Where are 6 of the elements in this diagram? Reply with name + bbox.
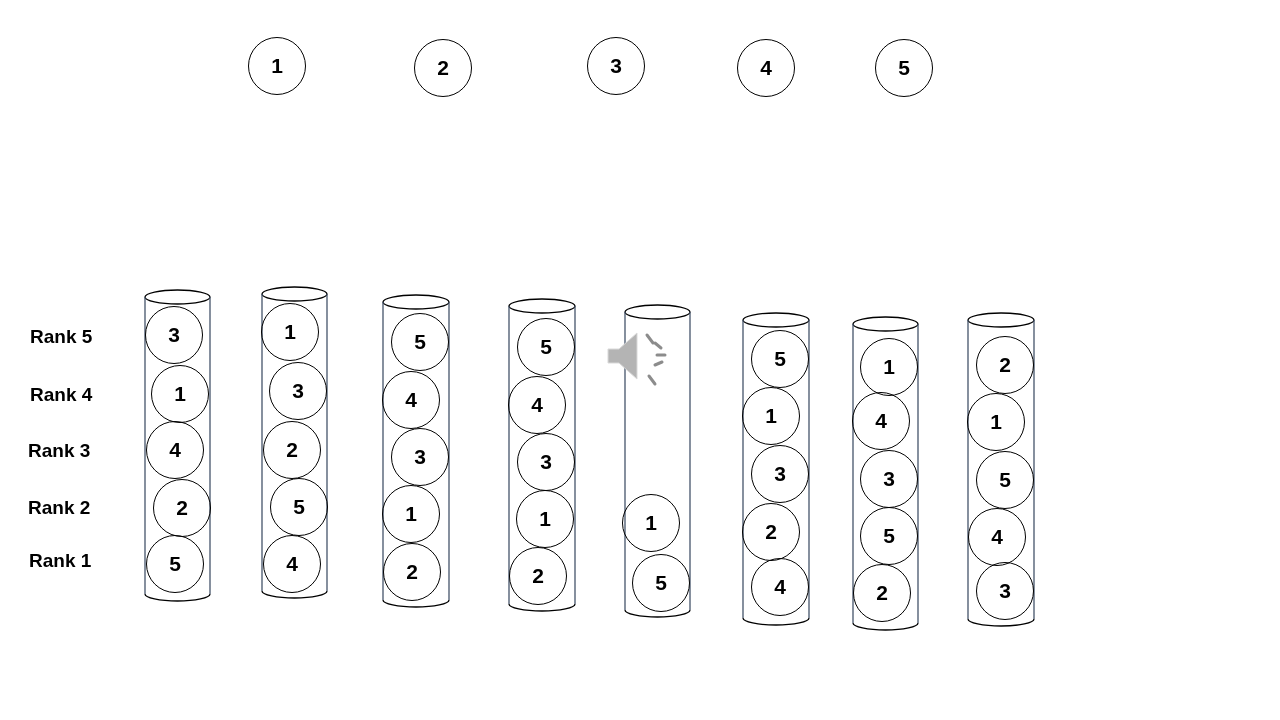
rank-label: Rank 3 — [28, 440, 91, 462]
rank-label: Rank 5 — [30, 326, 93, 348]
rank-label: Rank 2 — [28, 497, 91, 519]
numbered-ball: 2 — [742, 503, 800, 561]
rank-label: Rank 4 — [30, 384, 93, 406]
rank-label: Rank 1 — [29, 550, 92, 572]
